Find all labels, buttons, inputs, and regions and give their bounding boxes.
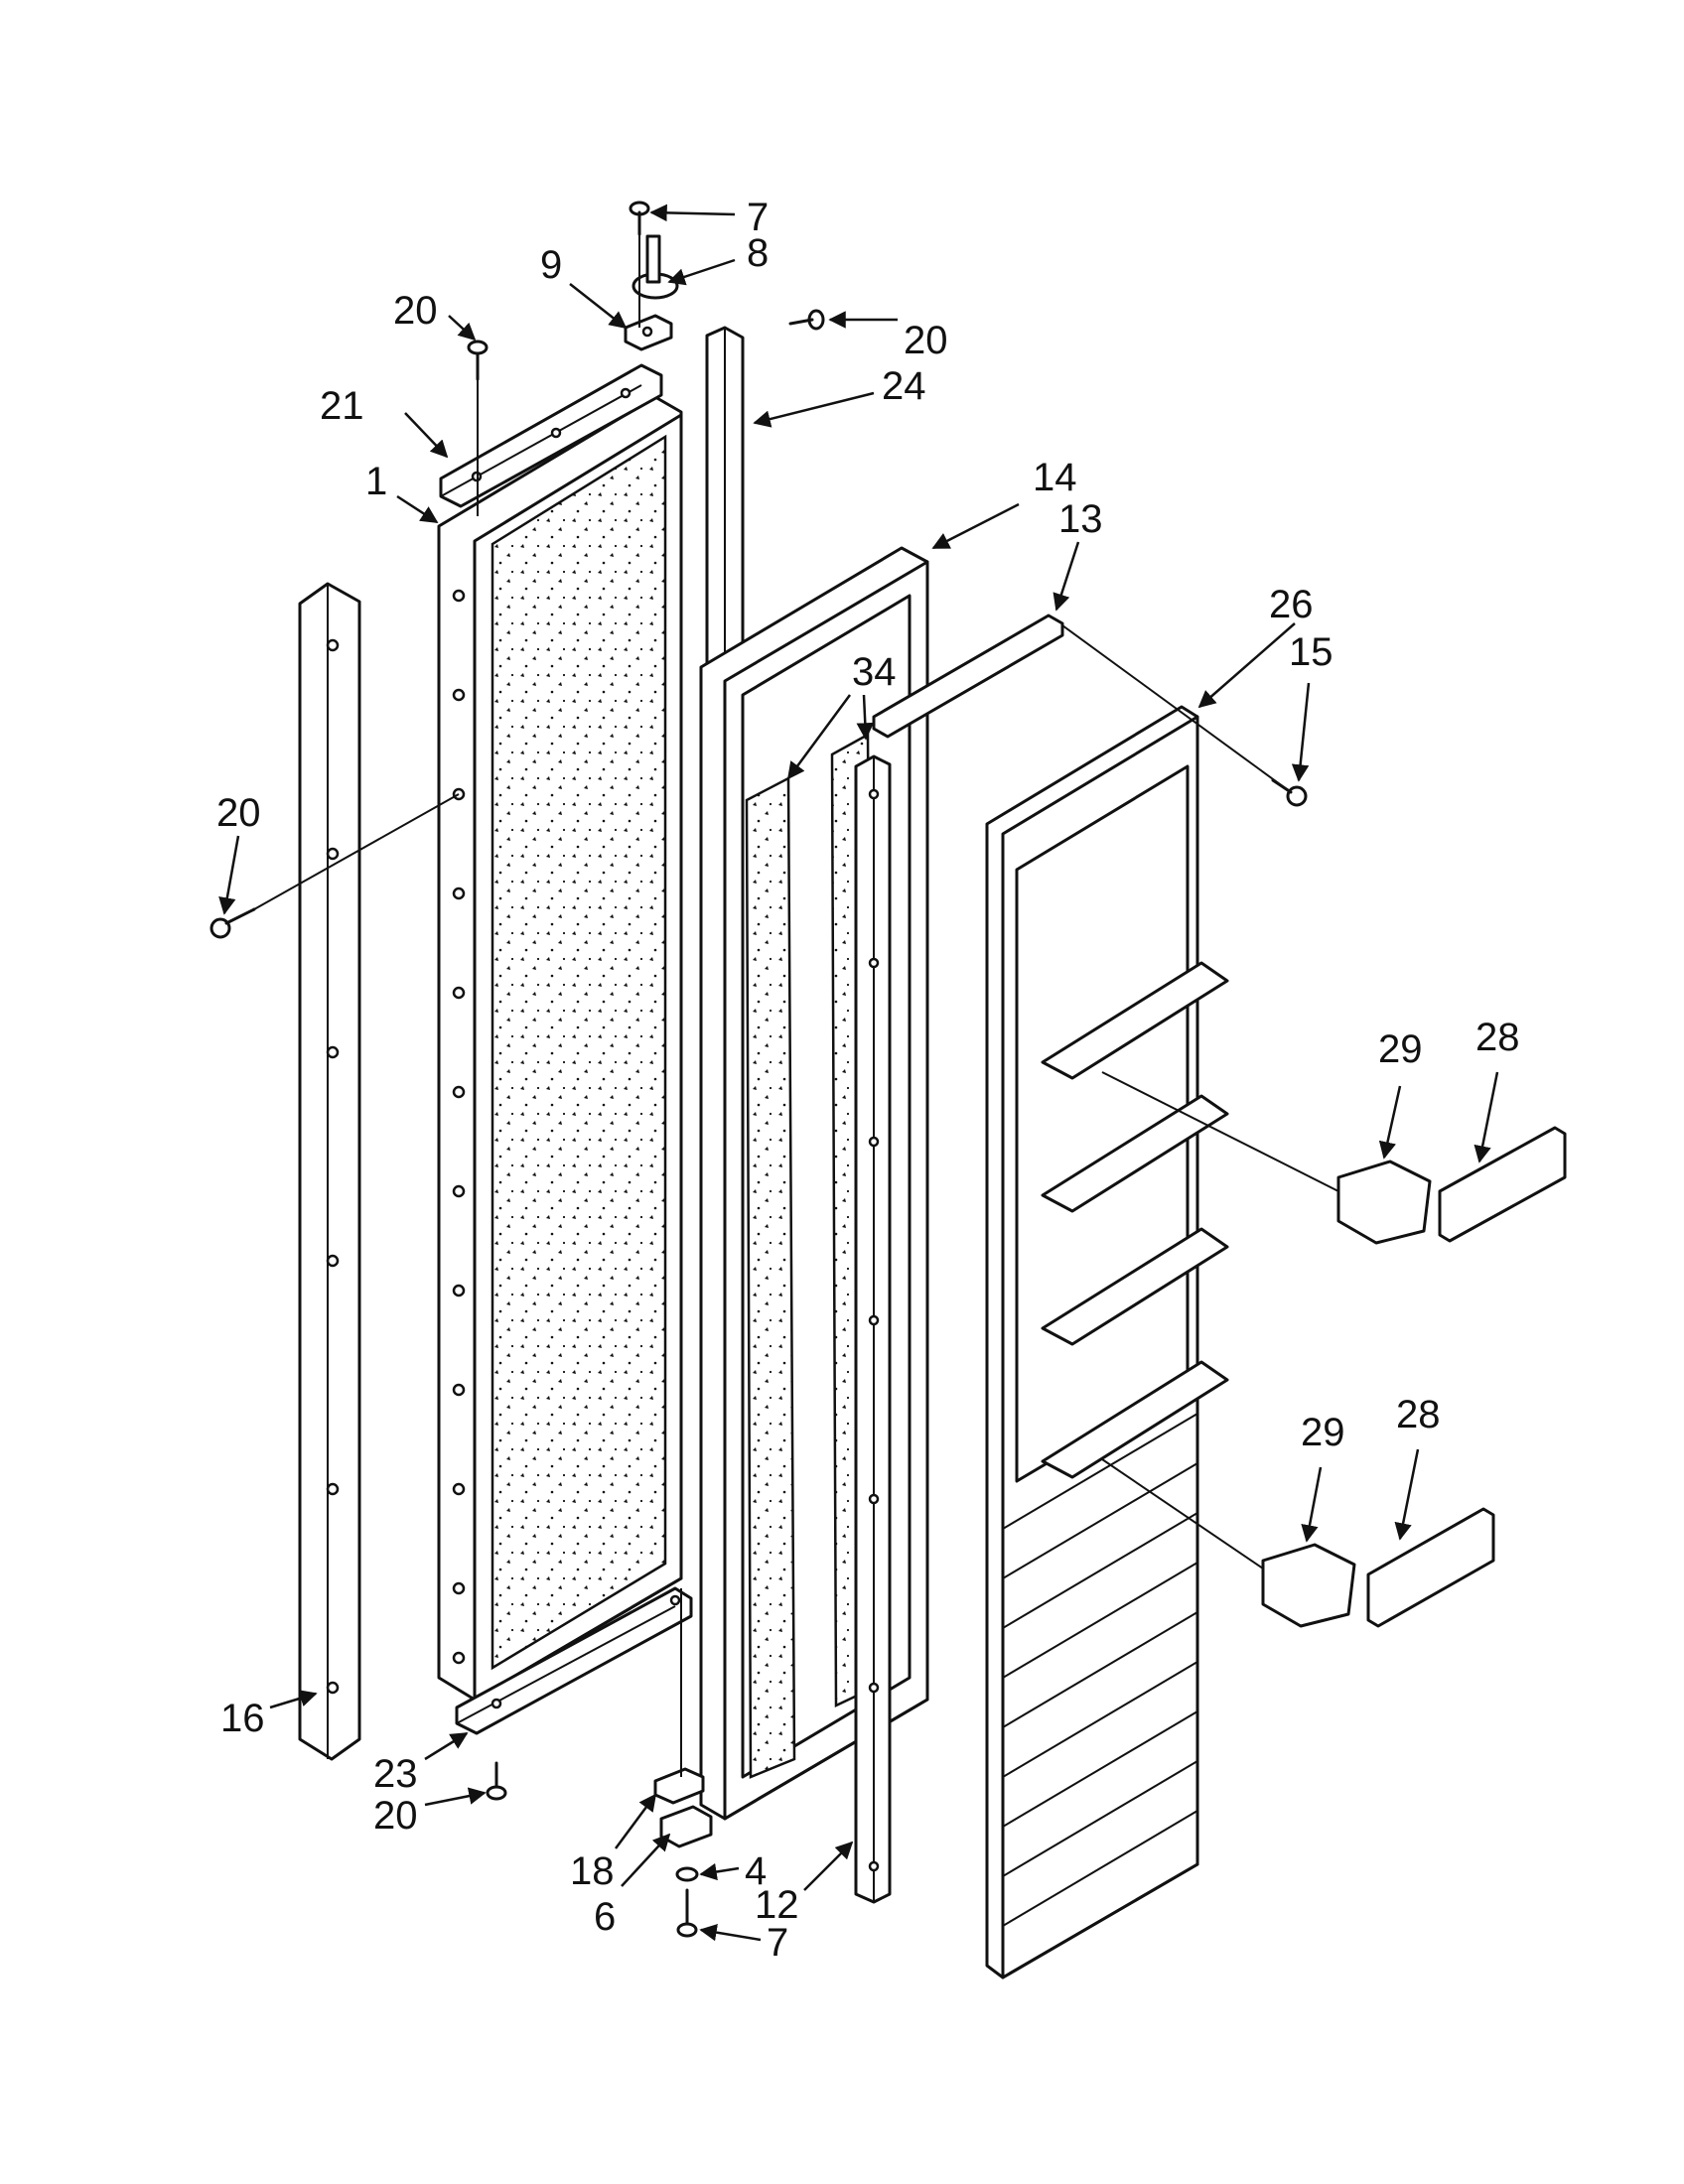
callout-label: 9: [540, 243, 562, 287]
callout-14: 14: [931, 456, 1077, 550]
callout-label: 7: [747, 196, 769, 239]
callout-7-top: 7: [649, 196, 769, 239]
part-29-shelf-end-upper: [1336, 1160, 1432, 1245]
callout-34: 34: [786, 650, 897, 780]
panel-screw-holes: [452, 589, 466, 1665]
callout-20-top: 20: [393, 289, 477, 341]
callout-28-upper: 28: [1474, 1016, 1520, 1163]
callout-label: 18: [570, 1849, 615, 1893]
callout-1: 1: [365, 460, 439, 524]
callout-20-left: 20: [216, 791, 261, 915]
callout-label: 13: [1058, 497, 1103, 541]
callout-label: 26: [1269, 583, 1314, 626]
callout-label: 20: [393, 289, 438, 333]
callout-label: 20: [373, 1794, 418, 1838]
part-7-top-screw: [629, 201, 650, 236]
callout-7-bottom: 7: [699, 1921, 788, 1965]
callout-6: 6: [594, 1833, 671, 1939]
callout-label: 4: [745, 1849, 767, 1893]
callout-label: 12: [755, 1883, 799, 1927]
part-20-screw-bottom: [486, 1761, 507, 1801]
callout-23: 23: [373, 1731, 469, 1796]
callout-label: 21: [320, 384, 364, 428]
part-20-screw-left: [210, 907, 256, 939]
part-20-screw-upper-right: [788, 309, 825, 331]
callout-label: 16: [220, 1697, 265, 1740]
alignment-lines: [253, 234, 1339, 1777]
part-12-trim-strip: [854, 754, 892, 1904]
callout-label: 15: [1289, 630, 1333, 674]
callout-13: 13: [1052, 497, 1103, 612]
liner-shelf-2: [1041, 1094, 1229, 1213]
part-14-door-frame: [699, 546, 929, 1821]
part-9-hinge-plate: [624, 314, 673, 351]
part-18-bottom-hinge-plate: [653, 1767, 705, 1805]
part-4-hinge-washer: [675, 1866, 699, 1882]
callout-label: 1: [365, 460, 387, 503]
callout-21: 21: [320, 384, 449, 459]
part-7-bottom-screw: [676, 1888, 698, 1938]
callout-24: 24: [753, 364, 926, 428]
callout-18: 18: [570, 1793, 657, 1893]
liner-lower-ribs: [1002, 1413, 1198, 1927]
callout-4: 4: [699, 1849, 767, 1893]
callout-label: 20: [216, 791, 261, 835]
part-20-screw-top: [467, 340, 489, 381]
callout-label: 14: [1033, 456, 1077, 499]
callout-20-upper-right: 20: [828, 311, 948, 362]
part-8-hinge-pin: [632, 234, 679, 300]
callout-9: 9: [540, 243, 628, 330]
callout-label: 29: [1301, 1411, 1345, 1454]
liner-shelf-1: [1041, 961, 1229, 1080]
callout-label: 7: [767, 1921, 788, 1965]
callout-label: 28: [1475, 1016, 1520, 1059]
part-28-shelf-rail-upper: [1438, 1126, 1567, 1243]
callout-8: 8: [667, 231, 769, 286]
liner-shelf-4: [1041, 1360, 1229, 1479]
callout-label: 28: [1396, 1393, 1441, 1436]
part-1-insulation-panel: [437, 395, 683, 1702]
part-6-bottom-hinge-bracket: [659, 1805, 713, 1848]
callout-29-upper: 29: [1378, 1027, 1423, 1160]
callout-29-lower: 29: [1301, 1411, 1345, 1543]
callout-label: 29: [1378, 1027, 1423, 1071]
callout-label: 24: [882, 364, 926, 408]
part-28-shelf-rail-lower: [1366, 1507, 1495, 1628]
callout-label: 6: [594, 1895, 616, 1939]
callout-15: 15: [1289, 630, 1333, 782]
callout-label: 20: [904, 319, 948, 362]
part-15-screw: [1271, 778, 1308, 807]
callout-28-lower: 28: [1394, 1393, 1441, 1541]
part-26-inner-door-liner: [985, 705, 1229, 1979]
callout-label: 8: [747, 231, 769, 275]
callout-label: 23: [373, 1752, 418, 1796]
part-21-top-bracket: [439, 363, 663, 508]
callout-20-bottom: 20: [373, 1787, 487, 1838]
part-23-bottom-bracket: [455, 1586, 693, 1735]
callout-label: 34: [852, 650, 897, 694]
callout-16: 16: [220, 1690, 318, 1740]
callout-12: 12: [755, 1841, 854, 1927]
liner-shelf-3: [1041, 1227, 1229, 1346]
part-29-shelf-end-lower: [1261, 1543, 1356, 1628]
part-16-hinge-strip: [298, 582, 361, 1761]
callout-26: 26: [1197, 583, 1314, 709]
